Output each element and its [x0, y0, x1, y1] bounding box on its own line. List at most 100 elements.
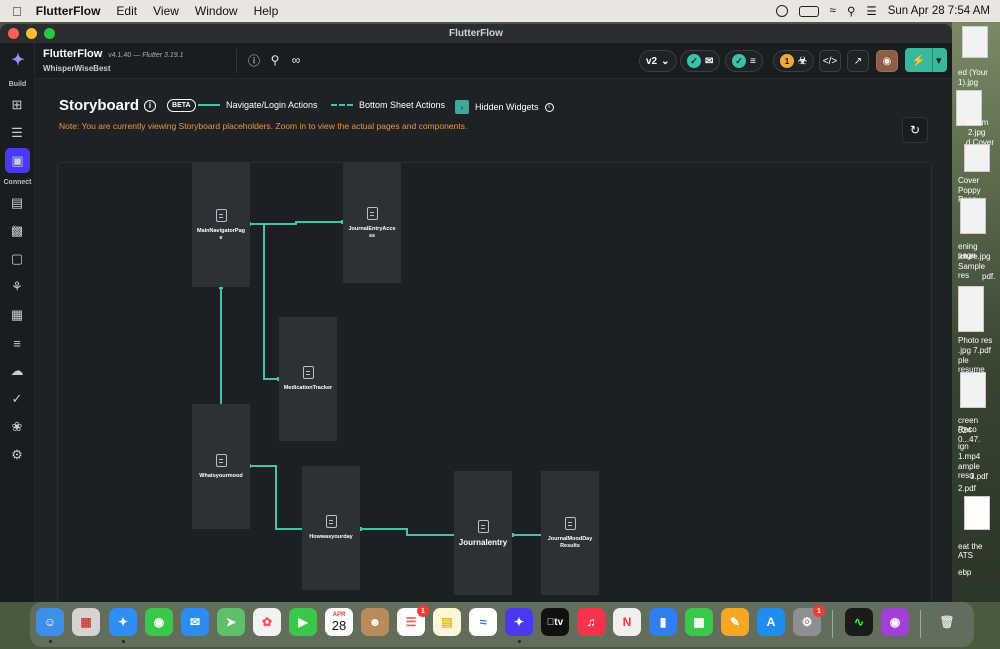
finder-icon[interactable]: ☺ — [36, 608, 64, 636]
menu-help[interactable]: Help — [243, 4, 279, 18]
components-icon[interactable]: ⚘ — [11, 279, 23, 294]
news-icon[interactable]: N — [613, 608, 641, 636]
tests-icon[interactable]: ✓ — [11, 391, 23, 406]
pages-icon[interactable]: ✎ — [721, 608, 749, 636]
podcasts-icon[interactable]: ◉ — [881, 608, 909, 636]
desktop-file-label[interactable]: ebp — [958, 568, 972, 577]
contacts-icon[interactable]: ☻ — [361, 608, 389, 636]
widget-tree-icon[interactable]: ☰ — [11, 125, 23, 140]
facetime-icon[interactable]: ▶ — [289, 608, 317, 636]
desktop-file-thumb[interactable] — [960, 372, 986, 408]
apple-tv-icon[interactable]: tv — [541, 608, 569, 636]
help-icon[interactable]: ⓘ — [247, 53, 260, 68]
page-node-howwasyourday[interactable]: Howwasyourday — [302, 466, 360, 590]
desktop-file-label[interactable]: 1).jpg — [958, 78, 979, 87]
launchpad-icon[interactable]: ▦ — [72, 608, 100, 636]
view-code-button[interactable]: </> — [819, 50, 841, 72]
desktop-file-label[interactable]: Photo res — [958, 336, 993, 345]
info-icon[interactable]: i — [144, 99, 157, 112]
project-name[interactable]: WhisperWiseBest — [43, 64, 111, 73]
desktop-file-label[interactable]: 024-0...47. — [958, 426, 981, 444]
fullscreen-window-button[interactable] — [44, 28, 55, 39]
desktop-file-label[interactable]: creen Reco — [958, 416, 979, 434]
desktop-file-label[interactable]: icture.jpg — [958, 252, 991, 261]
reminders-icon[interactable]: ☰ 1 — [397, 605, 429, 636]
search-icon[interactable]: ⚲ — [270, 53, 280, 67]
page-node-journal-entry-access[interactable]: JournalEntryAccess — [343, 163, 401, 283]
chevron-right-icon[interactable]: › — [455, 100, 469, 114]
safari-icon[interactable]: ✦ — [109, 608, 137, 636]
desktop-file-thumb[interactable] — [964, 144, 990, 172]
link-icon[interactable]: ∞ — [291, 53, 301, 67]
freeform-icon[interactable]: ≈ — [469, 608, 497, 636]
desktop-file-label[interactable]: ed (Your — [958, 68, 988, 77]
page-node-journal-mood-day-results[interactable]: JournalMoodDay Results — [541, 471, 599, 595]
agents-icon[interactable]: ❀ — [11, 419, 23, 434]
desktop-file-thumb[interactable] — [956, 90, 982, 126]
keynote-icon[interactable]: ▮ — [649, 608, 677, 636]
notes-icon[interactable]: ▤ — [433, 608, 461, 636]
run-button[interactable]: ⚡ ▾ — [905, 48, 947, 72]
issues-button[interactable]: 1 ☣ — [773, 50, 814, 72]
add-page-icon[interactable]: ⊞ — [11, 97, 23, 112]
messages-icon[interactable]: ◉ — [145, 608, 173, 636]
desktop-file-label[interactable]: Cover — [958, 176, 980, 185]
desktop-file-thumb[interactable] — [964, 496, 990, 530]
desktop-file-label[interactable]: 2.jpg — [968, 128, 986, 137]
desktop-file-thumb[interactable] — [962, 26, 988, 58]
app-store-icon[interactable]: A — [757, 608, 785, 636]
desktop-file-label[interactable]: 1.mp4 — [958, 452, 981, 461]
apple-icon[interactable]:  — [12, 4, 22, 19]
music-icon[interactable]: ♫ — [577, 608, 605, 636]
play-status-icon[interactable] — [775, 5, 788, 17]
menubar-datetime[interactable]: Sun Apr 28 7:54 AM — [887, 5, 990, 17]
flutterflow-dock-icon[interactable]: ✦ — [505, 608, 533, 636]
desktop-file-label[interactable]: Sample res — [958, 262, 986, 280]
numbers-icon[interactable]: ▦ — [685, 608, 713, 636]
minimize-window-button[interactable] — [26, 28, 37, 39]
desktop-file-label[interactable]: ample resu — [958, 462, 980, 480]
menu-window[interactable]: Window — [185, 4, 238, 18]
data-types-icon[interactable]: ▩ — [10, 223, 24, 238]
menu-view[interactable]: View — [143, 4, 179, 18]
desktop-file-thumb[interactable] — [960, 198, 986, 234]
page-node-journalentry[interactable]: Journalentry — [454, 471, 512, 595]
activity-monitor-icon[interactable]: ∿ — [845, 608, 873, 636]
window-titlebar[interactable]: FlutterFlow — [0, 24, 952, 43]
wifi-icon[interactable]: ≈ — [829, 5, 836, 17]
desktop-file-label[interactable]: .jpg 7.pdf — [958, 346, 991, 355]
system-settings-icon[interactable]: ⚙ 1 — [793, 605, 825, 636]
settings-gear-icon[interactable]: ⚙ — [11, 447, 23, 462]
maps-icon[interactable]: ➤ — [217, 608, 245, 636]
api-calls-icon[interactable]: ≡ — [13, 335, 21, 351]
control-center-icon[interactable]: ☰ — [866, 6, 877, 18]
firestore-icon[interactable]: ▤ — [10, 195, 24, 210]
desktop-file-label[interactable]: 3.pdf — [970, 472, 988, 481]
page-node-main-navigator[interactable]: MainNavigatorPage — [192, 163, 250, 287]
desktop-file-label[interactable]: ening page — [958, 242, 978, 260]
desktop-file-label[interactable]: eat the ATS — [958, 542, 983, 560]
app-state-icon[interactable]: ▢ — [10, 251, 24, 266]
desktop-file-label[interactable]: 2.pdf — [958, 484, 976, 493]
page-node-whatsyourmood[interactable]: Whatsyourmood — [192, 404, 250, 529]
flutterflow-logo-icon[interactable]: ✦ — [11, 52, 25, 69]
storyboard-icon[interactable]: ▣ — [5, 148, 30, 173]
menubar-app-name[interactable]: FlutterFlow — [26, 4, 101, 18]
comments-status-button[interactable]: ✓ ✉ — [680, 50, 721, 72]
cloud-functions-icon[interactable]: ☁ — [10, 363, 24, 378]
legend-hidden-widgets[interactable]: › Hidden Widgets i — [455, 100, 554, 114]
open-external-icon[interactable]: ↗ — [847, 50, 869, 72]
desktop-file-thumb[interactable] — [958, 286, 984, 332]
spotlight-icon[interactable]: ⚲ — [846, 6, 856, 18]
desktop-file-label[interactable]: ign — [958, 442, 969, 451]
battery-icon[interactable] — [798, 5, 819, 17]
media-assets-icon[interactable]: ▦ — [10, 307, 24, 322]
close-window-button[interactable] — [8, 28, 19, 39]
desktop-file-label[interactable]: resum — [966, 118, 989, 127]
desktop-file-label[interactable]: ple resume — [958, 356, 985, 374]
desktop-file-label[interactable]: d Cover — [966, 138, 995, 147]
branch-selector[interactable]: v2 ⌄ — [639, 50, 677, 72]
trash-icon[interactable]: 🗑 — [939, 615, 955, 629]
desktop-file-label[interactable]: pdf. — [982, 272, 996, 281]
page-node-medication-tracker[interactable]: MedicationTracker — [279, 317, 337, 441]
